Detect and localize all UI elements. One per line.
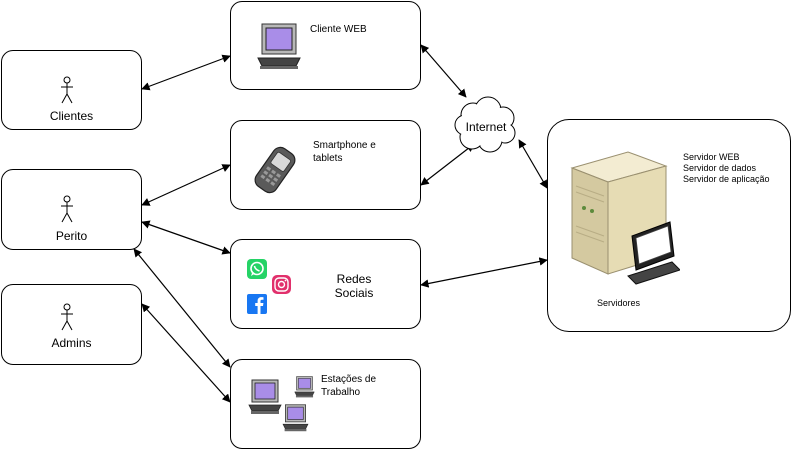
- server-role-web: Servidor WEB: [683, 152, 740, 162]
- channel-label-web: Cliente WEB: [310, 24, 367, 35]
- channel-label-stations-line2: Trabalho: [321, 387, 361, 398]
- arrow-internet-servers: [518, 139, 548, 189]
- servers-label: Servidores: [597, 298, 641, 308]
- workstation-icon: [248, 379, 282, 414]
- person-icon: [61, 76, 73, 104]
- arrow-clientes-web: [141, 54, 231, 91]
- channel-box-stations: Estações de Trabalho: [230, 359, 421, 449]
- workstation-icon: [294, 376, 315, 398]
- arrow-web-internet: [420, 44, 467, 98]
- instagram-icon: [272, 275, 291, 294]
- person-icon: [61, 303, 73, 331]
- actor-label-clientes: Clientes: [49, 109, 94, 123]
- actor-label-perito: Perito: [55, 229, 88, 243]
- actor-box-clientes: Clientes: [1, 50, 142, 130]
- workstation-icon: [282, 404, 309, 432]
- arrow-admins-stations: [141, 303, 231, 403]
- actor-label-admins: Admins: [51, 336, 92, 350]
- channel-box-smartphone: Smartphone e tablets: [230, 120, 421, 210]
- arrow-perito-smartphone: [141, 164, 231, 206]
- channel-label-social-line1: Redes: [336, 272, 372, 286]
- channel-box-web: Cliente WEB: [230, 1, 421, 90]
- actor-box-admins: Admins: [1, 284, 142, 365]
- actor-box-perito: Perito: [1, 169, 142, 250]
- smartphone-icon: [254, 146, 296, 194]
- channel-label-smartphone-line2: tablets: [313, 153, 343, 164]
- servers-box: Servidor WEB Servidor de dados Servidor …: [547, 119, 791, 332]
- arrow-social-servers: [420, 257, 548, 288]
- internet-label: Internet: [465, 120, 507, 134]
- server-role-app: Servidor de aplicação: [683, 174, 770, 184]
- channel-label-stations-line1: Estações de: [321, 374, 377, 385]
- server-role-data: Servidor de dados: [683, 163, 757, 173]
- channel-label-smartphone-line1: Smartphone e: [313, 140, 376, 151]
- arrow-perito-social: [141, 220, 231, 255]
- facebook-icon: [247, 294, 267, 314]
- channel-box-social: Redes Sociais: [230, 239, 421, 329]
- computer-icon: [257, 23, 301, 69]
- channel-label-social-line2: Sociais: [334, 286, 374, 300]
- arrow-smartphone-internet: [420, 143, 475, 186]
- server-icon: [570, 151, 680, 285]
- person-icon: [61, 195, 73, 223]
- internet-cloud: [454, 96, 516, 153]
- whatsapp-icon: [247, 259, 267, 279]
